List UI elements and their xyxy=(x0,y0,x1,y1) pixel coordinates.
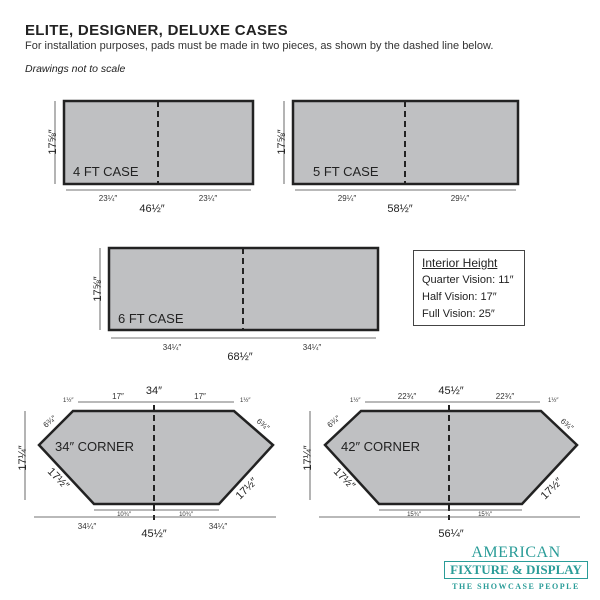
case-label: 6 FT CASE xyxy=(118,311,184,326)
top-half-dim: 22¾″ xyxy=(398,392,417,401)
half-dim: 23¼″ xyxy=(199,194,218,203)
case-4ft: 4 FT CASE 17⅝″ 23¼″ 23¼″ 46½″ xyxy=(47,99,255,215)
height-dim: 17⅝″ xyxy=(92,276,104,301)
logo-line: AMERICAN xyxy=(471,544,561,561)
total-dim: 56¼″ xyxy=(438,528,463,540)
corner-42: 42″ CORNER 45½″ 22¾″ 22¾″ 1½″ 1½″ 6¾″ 6¾… xyxy=(302,385,580,540)
bottom-half-dim: 10¾″ xyxy=(179,512,194,518)
bottom-half-dim: 10¾″ xyxy=(117,512,132,518)
height-dim: 17¼″ xyxy=(302,445,314,470)
bottom-half-dim: 15¾″ xyxy=(407,512,422,518)
page-title: ELITE, DESIGNER, DELUXE CASES xyxy=(25,22,288,39)
corner-dim: 1½″ xyxy=(350,397,361,404)
height-dim: 17⅝″ xyxy=(47,129,59,154)
total-dim: 68½″ xyxy=(227,351,252,363)
corner-label: 42″ CORNER xyxy=(341,439,420,454)
top-half-dim: 22¾″ xyxy=(496,392,515,401)
logo-tagline: THE SHOWCASE PEOPLE xyxy=(452,582,580,591)
logo-line: FIXTURE & DISPLAY xyxy=(444,561,588,579)
case-label: 5 FT CASE xyxy=(313,164,379,179)
half-dim: 23¼″ xyxy=(99,194,118,203)
bottom-side-dim: 34¼″ xyxy=(78,522,97,531)
half-dim: 34¼″ xyxy=(303,343,322,352)
case-6ft: 6 FT CASE 17⅝″ 34¼″ 34¼″ 68½″ xyxy=(92,246,380,363)
corner-34: 34″ CORNER 34″ 17″ 17″ 1½″ 1½″ 6¾″ 6¾″ 1… xyxy=(17,385,276,540)
bottom-half-dim: 15¾″ xyxy=(478,512,493,518)
scale-note: Drawings not to scale xyxy=(25,63,126,75)
total-dim: 46½″ xyxy=(139,203,164,215)
bottom-side-dim: 34¼″ xyxy=(209,522,228,531)
subtitle: For installation purposes, pads must be … xyxy=(25,40,494,52)
height-dim: 17¼″ xyxy=(17,445,29,470)
total-dim: 45½″ xyxy=(141,528,166,540)
interior-height-title: Interior Height xyxy=(422,256,498,270)
half-dim: 29¼″ xyxy=(451,194,470,203)
total-top-dim: 34″ xyxy=(146,385,162,397)
half-dim: 29¼″ xyxy=(338,194,357,203)
interior-height-box: Interior Height Quarter Vision: 11″ Half… xyxy=(413,250,525,326)
interior-height-item: Half Vision: 17″ xyxy=(422,291,497,303)
corner-dim: 1½″ xyxy=(240,397,251,404)
top-half-dim: 17″ xyxy=(194,392,206,401)
total-top-dim: 45½″ xyxy=(438,385,463,397)
corner-dim: 1½″ xyxy=(63,397,74,404)
height-dim: 17⅝″ xyxy=(276,129,288,154)
brand-logo: AMERICAN FIXTURE & DISPLAY THE SHOWCASE … xyxy=(444,544,588,591)
corner-dim: 1½″ xyxy=(548,397,559,404)
total-dim: 58½″ xyxy=(387,203,412,215)
interior-height-item: Quarter Vision: 11″ xyxy=(422,274,514,286)
corner-label: 34″ CORNER xyxy=(55,439,134,454)
case-5ft: 5 FT CASE 17⅝″ 29¼″ 29¼″ 58½″ xyxy=(276,99,520,215)
top-half-dim: 17″ xyxy=(112,392,124,401)
interior-height-item: Full Vision: 25″ xyxy=(422,308,495,320)
case-label: 4 FT CASE xyxy=(73,164,139,179)
half-dim: 34¼″ xyxy=(163,343,182,352)
side-dim: 6¾″ xyxy=(326,414,343,430)
